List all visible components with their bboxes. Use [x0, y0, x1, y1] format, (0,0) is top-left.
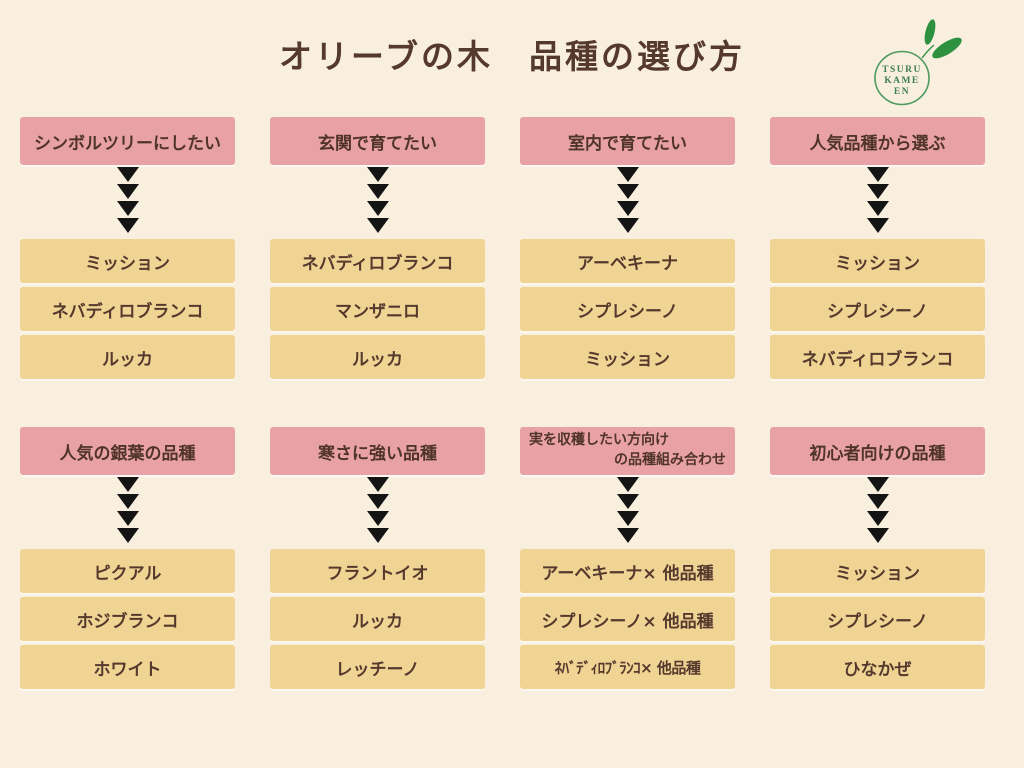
variety-item: アーベキーナ [520, 239, 735, 283]
arrow-down-icon [366, 477, 389, 492]
down-arrows [770, 165, 985, 235]
arrow-down-icon [866, 218, 889, 233]
arrow-down-icon [616, 494, 639, 509]
arrow-down-icon [366, 494, 389, 509]
section-popular: 人気品種から選ぶ ミッション シプレシーノ ネバディロブランコ [770, 117, 985, 379]
down-arrows [520, 475, 735, 545]
variety-item: レッチーノ [270, 645, 485, 689]
arrow-down-icon [116, 494, 139, 509]
variety-item: ミッション [520, 335, 735, 379]
tsurukameen-logo: TSURU KAME EN [874, 19, 962, 106]
arrow-down-icon [866, 201, 889, 216]
down-arrows [270, 165, 485, 235]
arrow-down-icon [116, 201, 139, 216]
variety-item: ミッション [770, 549, 985, 593]
category-header: 人気品種から選ぶ [770, 117, 985, 165]
arrow-down-icon [866, 167, 889, 182]
category-header-line1: 実を収穫したい方向け [529, 432, 669, 449]
variety-item: フラントイオ [270, 549, 485, 593]
category-header: 室内で育てたい [520, 117, 735, 165]
variety-item: シプレシーノ× 他品種 [520, 597, 735, 641]
category-header-line2: の品種組み合わせ [614, 452, 726, 468]
arrow-down-icon [866, 511, 889, 526]
arrow-down-icon [616, 167, 639, 182]
arrow-down-icon [116, 184, 139, 199]
arrow-down-icon [366, 528, 389, 543]
arrow-down-icon [616, 528, 639, 543]
arrow-down-icon [366, 201, 389, 216]
logo-circle [874, 50, 930, 106]
variety-item: ミッション [20, 239, 235, 283]
category-header: 玄関で育てたい [270, 117, 485, 165]
page-title: オリーブの木 品種の選び方 [278, 37, 746, 76]
arrow-down-icon [616, 184, 639, 199]
section-silver-leaf: 人気の銀葉の品種 ピクアル ホジブランコ ホワイト [20, 427, 235, 689]
variety-item: マンザニロ [270, 287, 485, 331]
section-indoor: 室内で育てたい アーベキーナ シプレシーノ ミッション [520, 117, 735, 379]
variety-item: ひなかぜ [770, 645, 985, 689]
section-entrance: 玄関で育てたい ネバディロブランコ マンザニロ ルッカ [270, 117, 485, 379]
variety-item: ネバディロブランコ [20, 287, 235, 331]
down-arrows [770, 475, 985, 545]
arrow-down-icon [116, 511, 139, 526]
arrow-down-icon [116, 528, 139, 543]
arrow-down-icon [616, 477, 639, 492]
category-header: 実を収穫したい方向け の品種組み合わせ [520, 427, 735, 475]
section-harvest-combination: 実を収穫したい方向け の品種組み合わせ アーベキーナ× 他品種 シプレシーノ× … [520, 427, 735, 689]
logo-line1: TSURU [882, 65, 922, 75]
arrow-down-icon [116, 218, 139, 233]
leaf-icon [921, 19, 962, 59]
variety-item: シプレシーノ [520, 287, 735, 331]
arrow-down-icon [366, 511, 389, 526]
arrow-down-icon [366, 218, 389, 233]
variety-item: ルッカ [270, 597, 485, 641]
down-arrows [520, 165, 735, 235]
arrow-down-icon [366, 184, 389, 199]
section-cold-hardy: 寒さに強い品種 フラントイオ ルッカ レッチーノ [270, 427, 485, 689]
arrow-down-icon [866, 184, 889, 199]
variety-item: ネバディロブランコ [770, 335, 985, 379]
variety-item: ホワイト [20, 645, 235, 689]
arrow-down-icon [866, 528, 889, 543]
logo-line2: KAME [884, 76, 920, 86]
arrow-down-icon [116, 167, 139, 182]
section-symbol-tree: シンボルツリーにしたい ミッション ネバディロブランコ ルッカ [20, 117, 235, 379]
category-header: 人気の銀葉の品種 [20, 427, 235, 475]
arrow-down-icon [116, 477, 139, 492]
category-header: シンボルツリーにしたい [20, 117, 235, 165]
variety-item: ルッカ [20, 335, 235, 379]
logo-line3: EN [894, 87, 910, 97]
variety-item: ミッション [770, 239, 985, 283]
variety-item: ピクアル [20, 549, 235, 593]
section-beginner: 初心者向けの品種 ミッション シプレシーノ ひなかぜ [770, 427, 985, 689]
category-header: 初心者向けの品種 [770, 427, 985, 475]
category-grid: シンボルツリーにしたい ミッション ネバディロブランコ ルッカ 玄関で育てたい … [20, 117, 985, 689]
arrow-down-icon [616, 511, 639, 526]
variety-item: ネバディロブランコ [270, 239, 485, 283]
variety-item: ﾈﾊﾞﾃﾞｨﾛﾌﾞﾗﾝｺ× 他品種 [520, 645, 735, 689]
variety-item: ルッカ [270, 335, 485, 379]
variety-item: ホジブランコ [20, 597, 235, 641]
down-arrows [20, 475, 235, 545]
category-header: 寒さに強い品種 [270, 427, 485, 475]
variety-item: シプレシーノ [770, 287, 985, 331]
arrow-down-icon [866, 477, 889, 492]
variety-item: アーベキーナ× 他品種 [520, 549, 735, 593]
down-arrows [270, 475, 485, 545]
arrow-down-icon [866, 494, 889, 509]
arrow-down-icon [616, 218, 639, 233]
down-arrows [20, 165, 235, 235]
arrow-down-icon [366, 167, 389, 182]
variety-item: シプレシーノ [770, 597, 985, 641]
arrow-down-icon [616, 201, 639, 216]
